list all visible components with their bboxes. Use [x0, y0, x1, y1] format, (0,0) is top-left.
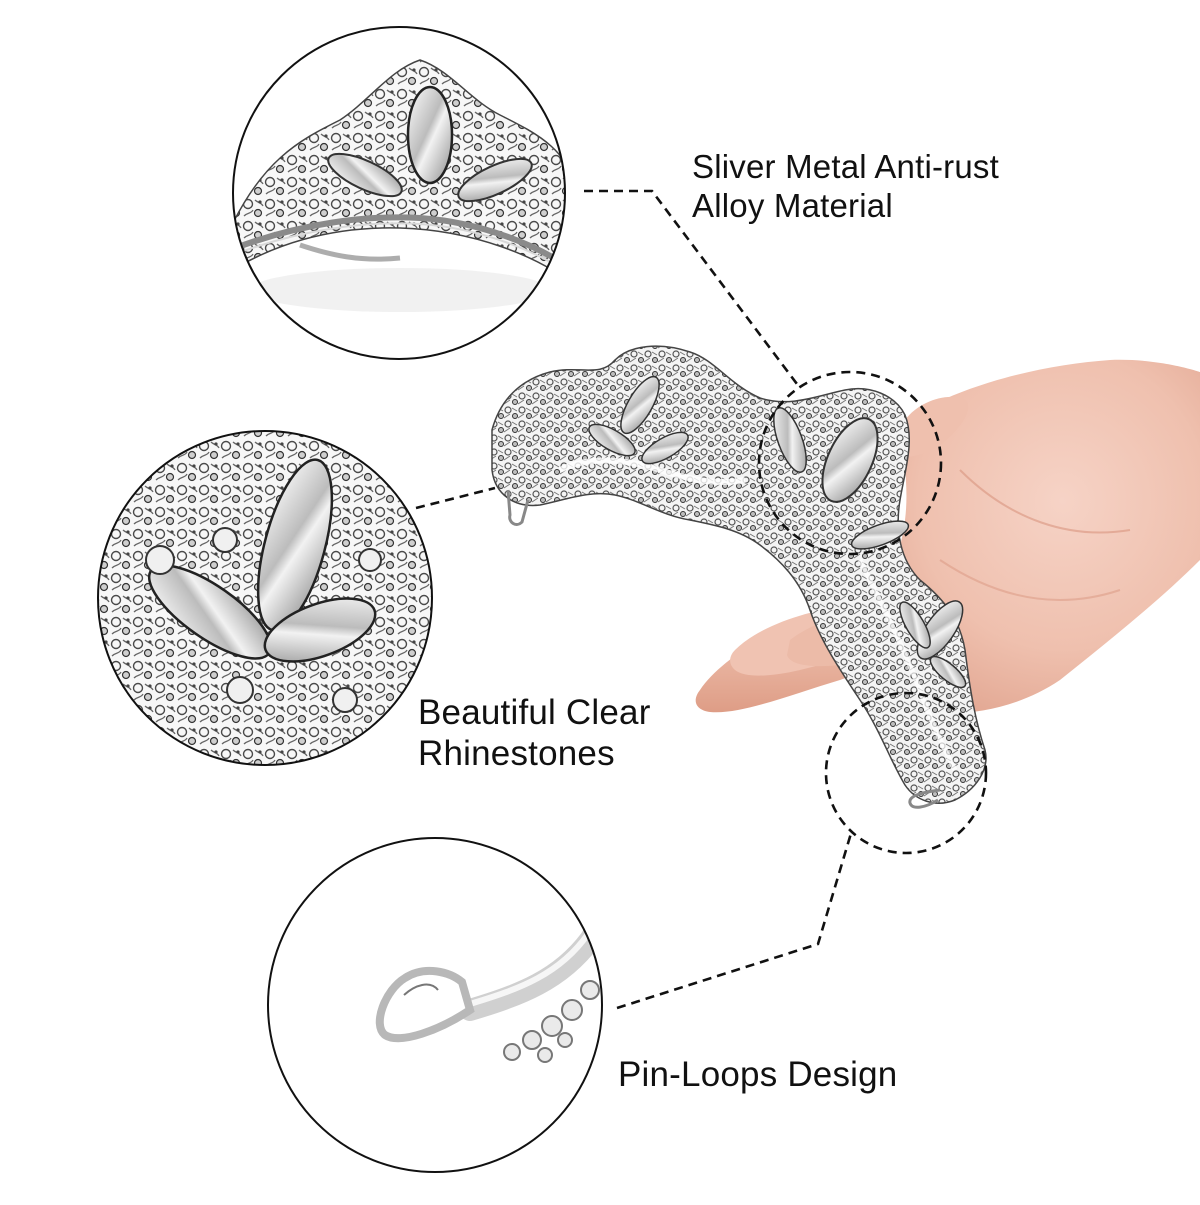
leader-line-pinloops [616, 829, 854, 1010]
callout-label-pinloops-line1: Pin-Loops Design [618, 1055, 898, 1094]
leader-line-rhinestones [415, 486, 496, 510]
callout-label-rhinestones-line2: Rhinestones [418, 734, 615, 774]
tiara-main [491, 345, 987, 809]
leader-line-alloy [584, 189, 799, 385]
callout-label-alloy-line1: Sliver Metal Anti-rust [692, 148, 999, 185]
detail-circle-rhinestones [97, 430, 433, 766]
callout-ring-crown [757, 370, 943, 556]
pin-loop-left [506, 489, 530, 526]
callout-ring-pinloop [824, 691, 988, 855]
callout-label-rhinestones-line1: Beautiful Clear [418, 693, 651, 732]
detail-circle-pinloops [267, 837, 603, 1173]
callout-label-alloy-line2: Alloy Material [692, 186, 893, 224]
callout-label-rhinestones: Beautiful Clear Rhinestones [418, 692, 651, 775]
detail-circle-alloy [232, 26, 566, 360]
callout-label-alloy: Sliver Metal Anti-rust Alloy Material [692, 148, 999, 226]
callout-label-pinloops: Pin-Loops Design [618, 1054, 897, 1095]
pin-loop-right [908, 788, 941, 809]
